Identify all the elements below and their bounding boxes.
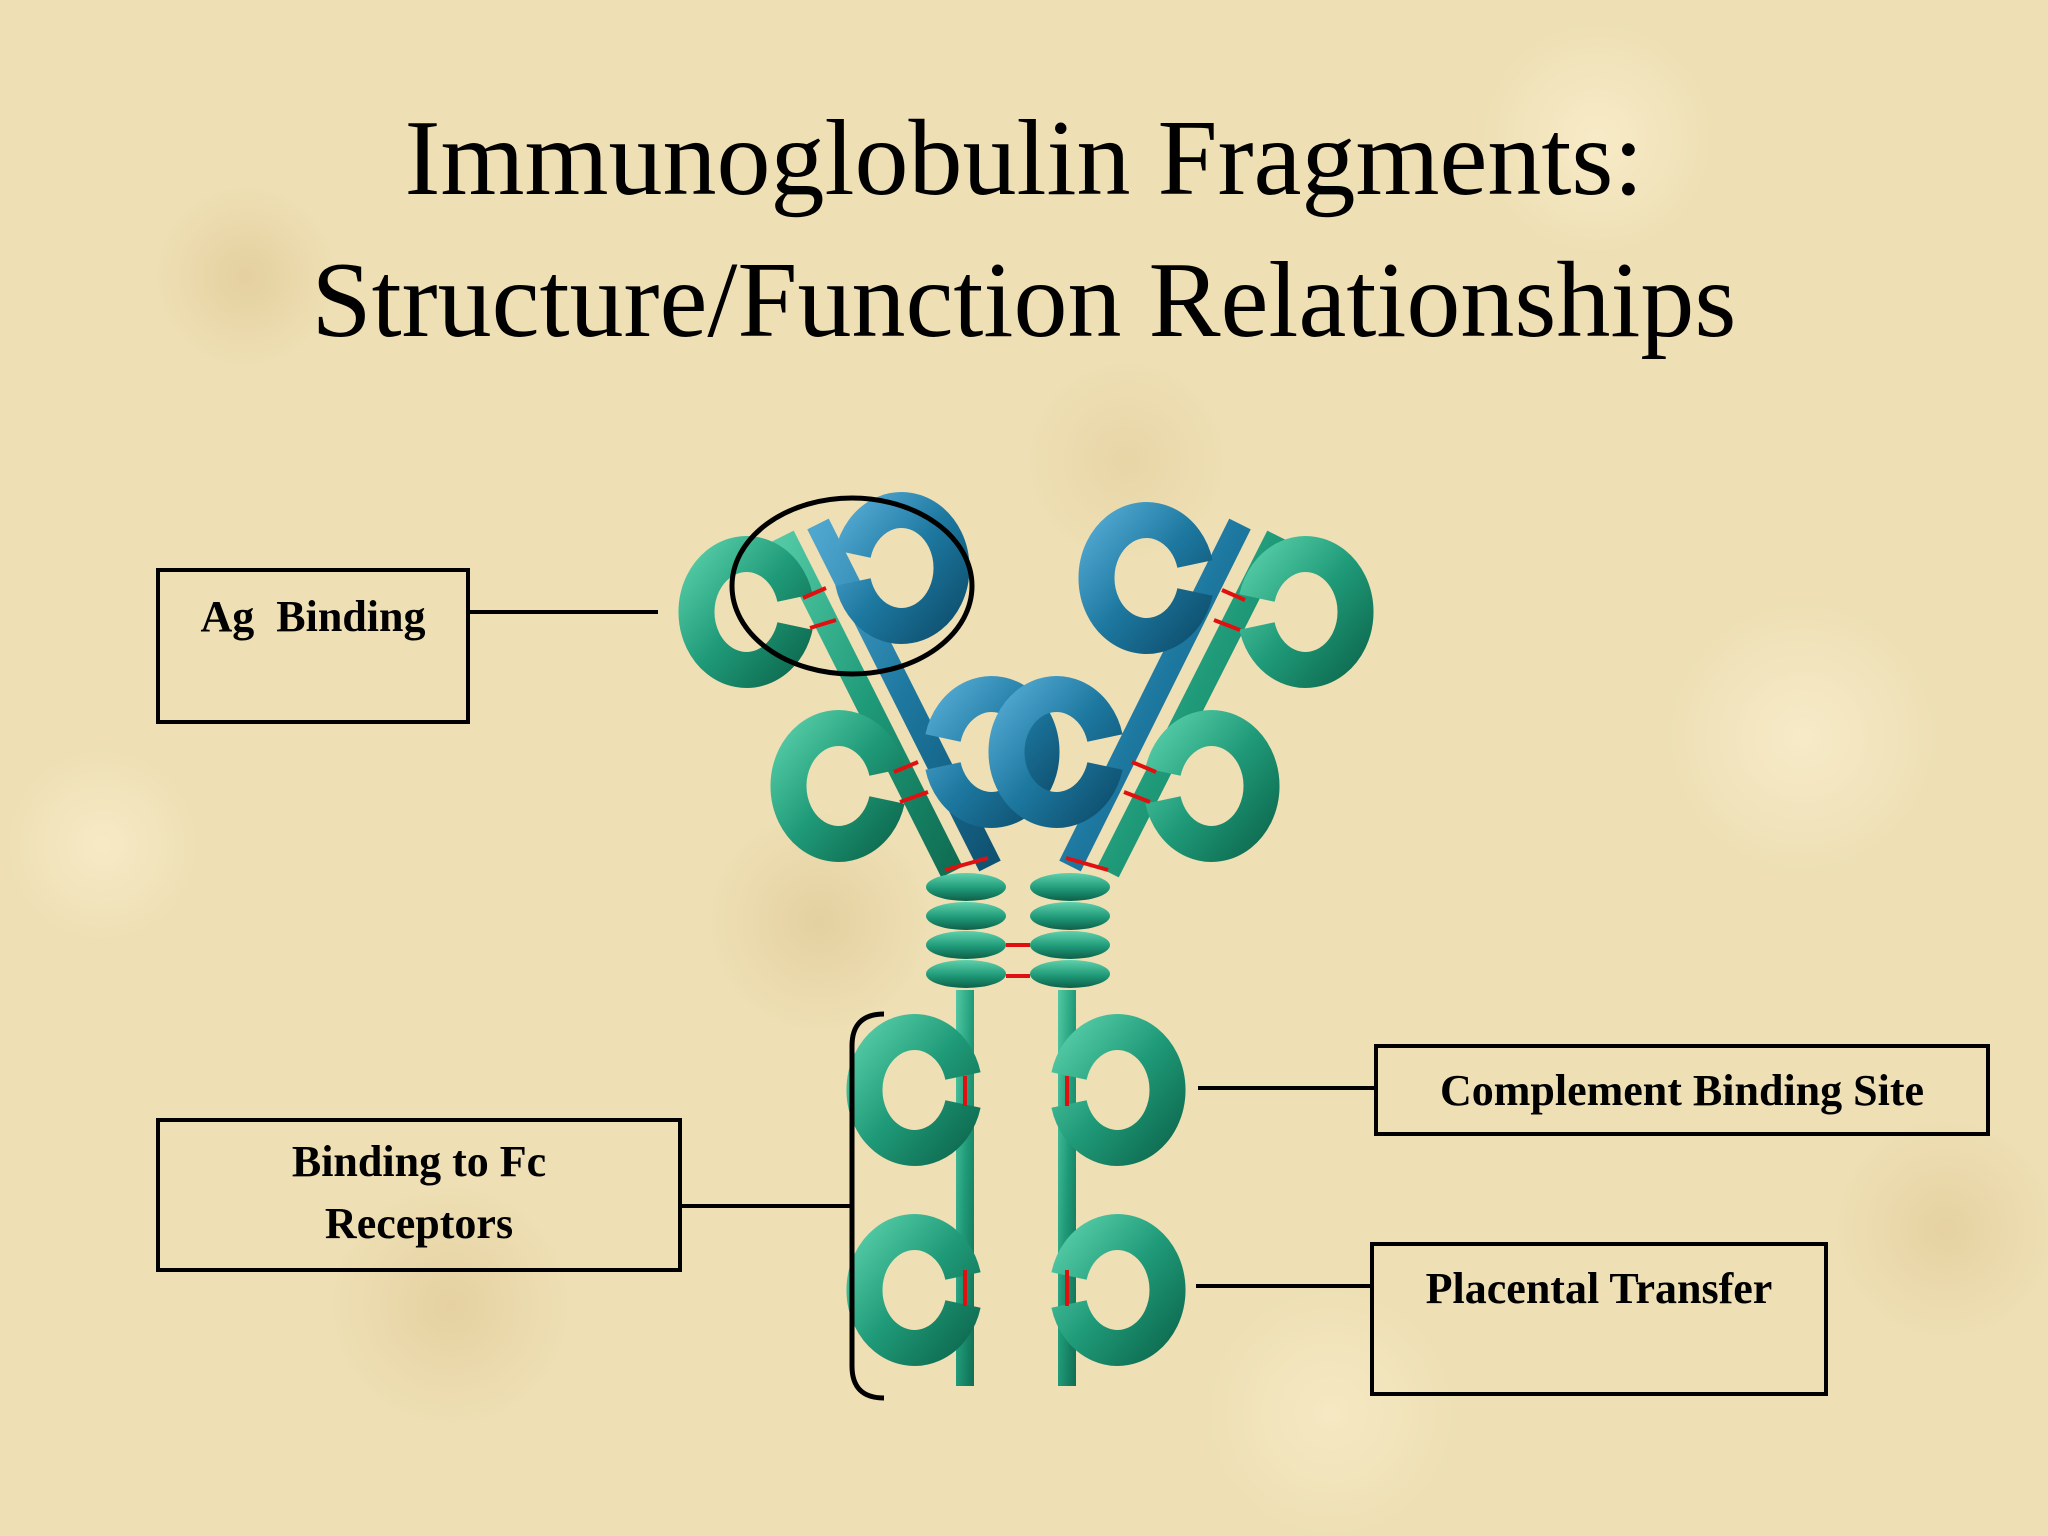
fc-disulfide-bonds xyxy=(963,1076,1069,1306)
slide-title: Immunoglobulin Fragments: Structure/Func… xyxy=(0,88,2048,372)
fc-right-strand xyxy=(1058,990,1076,1386)
fc-receptors-label-line-2: Receptors xyxy=(324,1199,514,1248)
hinge-disulfide-bonds xyxy=(1006,943,1030,978)
ag-binding-label-box: Ag Binding xyxy=(156,568,470,724)
right-vl-domain xyxy=(1096,520,1195,636)
right-ch3-domain xyxy=(1069,1232,1168,1348)
left-vl-domain xyxy=(853,510,952,626)
fc-region xyxy=(864,990,1167,1386)
left-vh-domain xyxy=(696,554,795,670)
left-ch3-domain xyxy=(864,1232,963,1348)
left-hinge-disks xyxy=(926,873,1006,988)
right-ch1-domain xyxy=(1163,728,1262,844)
fc-receptors-label-line-1: Binding to Fc xyxy=(291,1137,547,1186)
right-hinge-disks xyxy=(1030,873,1110,988)
hinge-region xyxy=(926,873,1110,988)
title-line-1: Immunoglobulin Fragments: xyxy=(404,99,1644,218)
left-ch2-domain xyxy=(864,1032,963,1148)
complement-label-box: Complement Binding Site xyxy=(1374,1044,1990,1136)
left-fab-arm xyxy=(696,510,1041,878)
placental-label-box: Placental Transfer xyxy=(1370,1242,1828,1396)
ag-binding-highlight-ellipse xyxy=(729,495,975,677)
left-fab-disulfide-bonds xyxy=(802,586,989,872)
ag-binding-label: Ag Binding xyxy=(200,592,426,641)
fc-receptors-label-box: Binding to Fc Receptors xyxy=(156,1118,682,1272)
right-fab-arm xyxy=(1006,520,1356,878)
right-fab-disulfide-bonds xyxy=(1065,588,1246,872)
left-ch1-domain xyxy=(788,728,887,844)
placental-label: Placental Transfer xyxy=(1425,1264,1773,1313)
right-ch2-domain xyxy=(1069,1032,1168,1148)
complement-label: Complement Binding Site xyxy=(1439,1066,1925,1115)
title-line-2: Structure/Function Relationships xyxy=(311,241,1737,360)
fc-left-strand xyxy=(956,990,974,1386)
right-vh-domain xyxy=(1257,554,1356,670)
